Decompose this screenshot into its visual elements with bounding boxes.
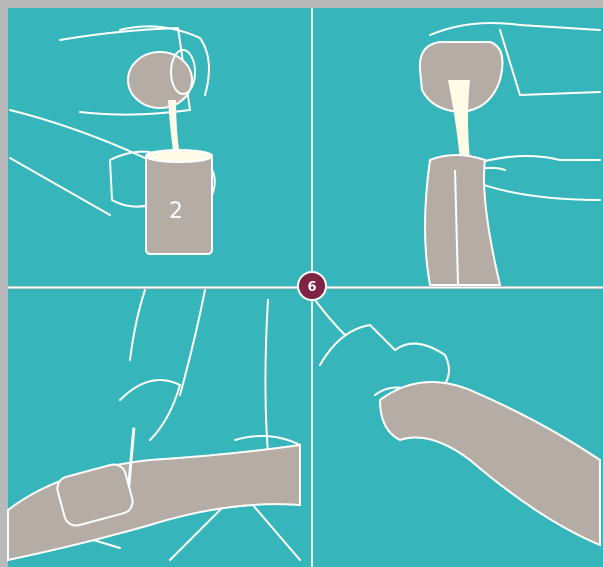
panel-pour-into-cup: 2	[8, 8, 311, 286]
panel-smooth-on-arm	[313, 289, 603, 567]
pouring-jug	[128, 52, 192, 108]
panel-roll-on-arm	[8, 289, 311, 567]
step-number: 6	[307, 280, 316, 295]
cup-liquid-surface	[146, 150, 212, 162]
cup-number-label: 2	[169, 199, 183, 224]
panel-pour-into-sleeve	[313, 8, 603, 286]
